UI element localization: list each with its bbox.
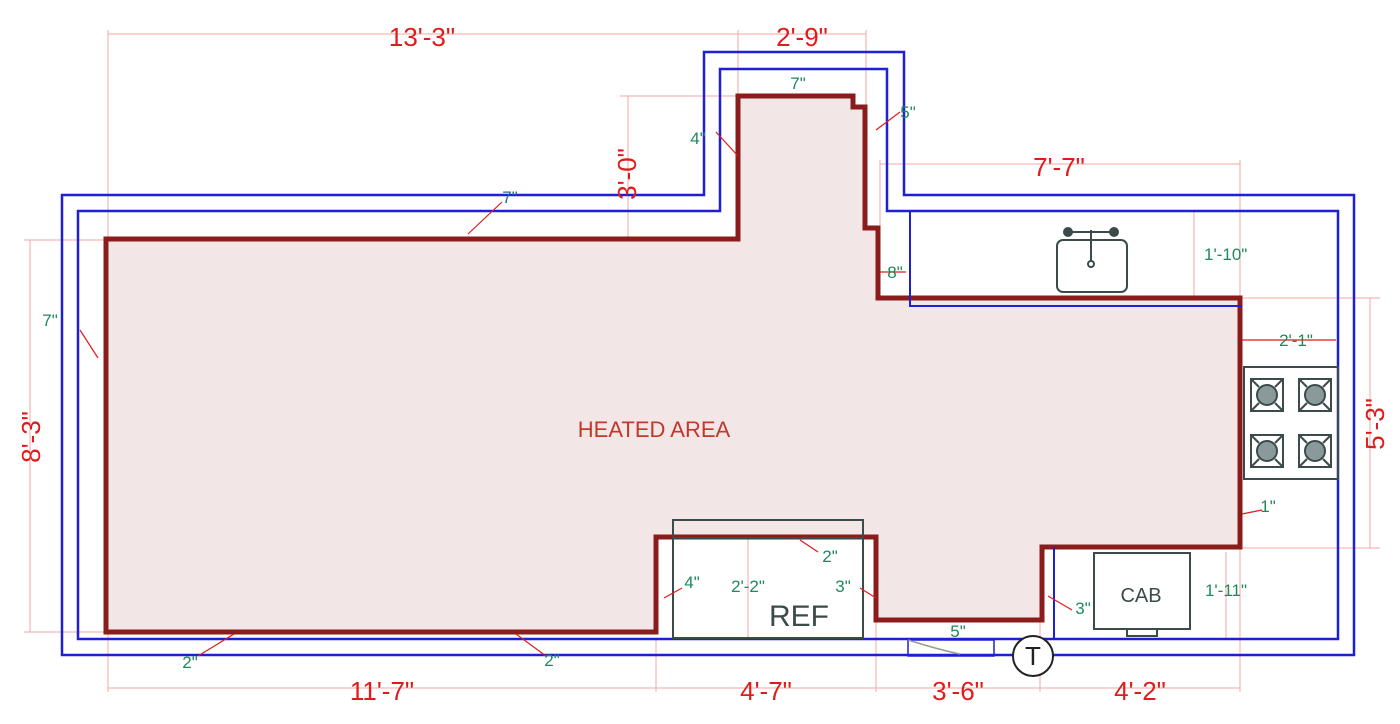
dim-right-wall: 1" <box>1260 497 1276 516</box>
dim-top-wall: 7" <box>502 188 518 207</box>
stove-icon <box>1243 366 1339 480</box>
leader-lines <box>79 111 1336 657</box>
dim-bump-right: 5" <box>900 103 916 122</box>
dim-right-height: 5'-3" <box>1360 398 1390 450</box>
sink-counter <box>909 211 1242 307</box>
dim-bottom-left: 11'-7" <box>350 676 414 706</box>
dim-left-height: 8'-3" <box>16 411 46 463</box>
dim-cab-left: 3" <box>1075 599 1091 618</box>
dim-ref-right: 3" <box>835 577 851 596</box>
dim-ref-depth: 2'-2" <box>731 577 765 596</box>
door-icon <box>907 639 995 657</box>
dim-ref-top: 2" <box>822 547 838 566</box>
dimension-lines <box>24 30 1380 692</box>
dim-bottom-right: 4'-2" <box>1114 676 1166 706</box>
dim-top-left: 13'-3" <box>389 22 455 52</box>
heated-area-label: HEATED AREA <box>578 417 731 442</box>
dim-sink-wall: 8" <box>887 263 903 282</box>
dim-bottom-ref: 4'-7" <box>740 676 792 706</box>
sink-icon <box>1056 227 1128 293</box>
dim-bump-left: 4" <box>690 129 706 148</box>
dim-left-wall: 7" <box>42 311 58 330</box>
thermostat-icon <box>1012 635 1054 677</box>
refrigerator-icon <box>672 519 864 639</box>
dim-top-bump: 2'-9" <box>776 22 828 52</box>
dim-bump-top: 7" <box>790 74 806 93</box>
heated-area <box>103 93 1243 635</box>
dim-bottom-left-2: 2" <box>182 653 198 672</box>
thermostat-label: T <box>1025 641 1041 671</box>
dim-ref-left: 4" <box>684 573 700 592</box>
cabinet-icon <box>1093 552 1191 637</box>
dim-stove-depth: 2'-1" <box>1279 331 1313 350</box>
dim-bottom-5: 5" <box>950 622 966 641</box>
cab-label: CAB <box>1120 585 1161 607</box>
ref-label: REF <box>769 600 829 633</box>
dim-bump-depth: 3'-0" <box>612 148 642 200</box>
dim-right-upper: 7'-7" <box>1033 152 1085 182</box>
outer-wall <box>60 50 1356 657</box>
dim-cab-depth: 1'-11" <box>1205 581 1247 600</box>
dim-sink-depth: 1'-10" <box>1204 245 1247 264</box>
dim-bottom-mid: 3'-6" <box>932 676 984 706</box>
dim-bottom-right-2: 2" <box>544 651 560 670</box>
